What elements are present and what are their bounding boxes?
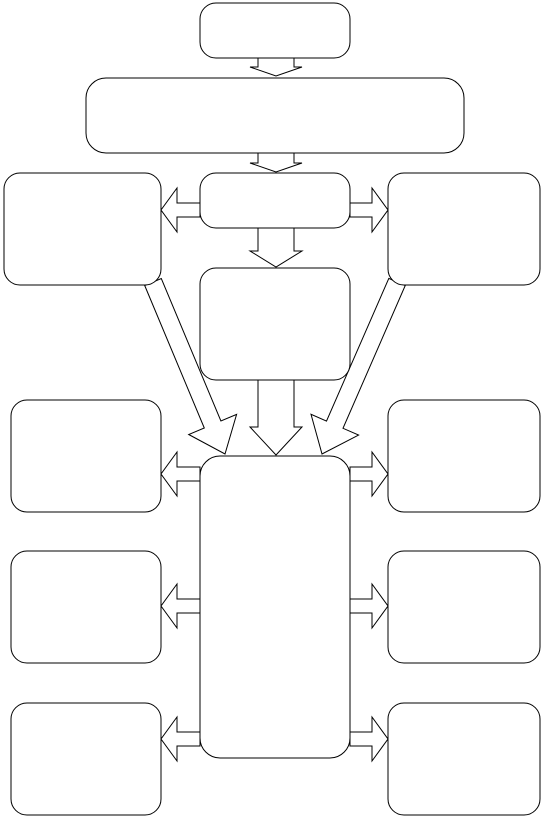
node-box-right-2 <box>387 550 541 664</box>
node-right-2 <box>387 550 541 664</box>
node-box-right-1 <box>387 399 541 513</box>
node-left-3 <box>10 702 162 816</box>
arrow-center-tall-to-left-1 <box>160 450 201 498</box>
node-center-small <box>199 172 351 229</box>
node-right-3 <box>387 702 541 816</box>
node-top <box>199 2 351 59</box>
arrow-center-tall-to-right-3 <box>349 715 389 763</box>
node-center-tall <box>199 455 351 759</box>
node-left-2 <box>10 550 162 664</box>
node-box-right-upper <box>387 172 541 286</box>
arrow-center-small-to-left-upper <box>160 186 201 234</box>
node-left-1 <box>10 399 162 513</box>
arrow-center-small-to-right-upper <box>349 186 389 234</box>
node-right-1 <box>387 399 541 513</box>
node-box-wide <box>85 77 465 154</box>
node-box-top <box>199 2 351 59</box>
arrow-center-tall-to-right-1 <box>349 450 389 498</box>
node-box-left-1 <box>10 399 162 513</box>
arrow-wide-to-center-small <box>249 152 303 173</box>
arrow-top-to-wide <box>249 57 303 77</box>
node-wide <box>85 77 465 154</box>
arrow-center-tall-to-right-2 <box>349 582 389 630</box>
node-box-left-upper <box>3 172 162 286</box>
node-right-upper <box>387 172 541 286</box>
node-box-right-3 <box>387 702 541 816</box>
arrow-left-upper-to-center-tall <box>144 277 238 455</box>
node-box-left-2 <box>10 550 162 664</box>
arrow-right-upper-to-center-tall <box>310 277 406 455</box>
node-box-left-3 <box>10 702 162 816</box>
node-box-center-small <box>199 172 351 229</box>
arrow-center-middle-to-center-tall <box>248 379 304 456</box>
node-center-middle <box>199 267 351 381</box>
node-left-upper <box>3 172 162 286</box>
arrow-center-tall-to-left-3 <box>160 715 201 763</box>
node-box-center-middle <box>199 267 351 381</box>
node-box-center-tall <box>199 455 351 759</box>
arrow-center-tall-to-left-2 <box>160 582 201 630</box>
arrow-center-small-to-center-middle <box>248 227 304 268</box>
